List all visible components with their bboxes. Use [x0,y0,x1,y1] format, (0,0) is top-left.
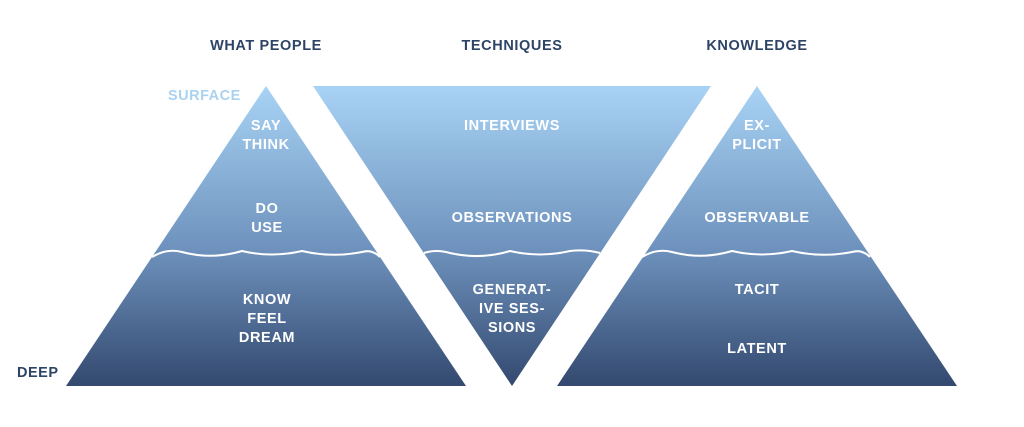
say-text: SAY [250,118,282,134]
latent-label: LATENT [727,341,787,357]
techniques-header: TECHNIQUES [461,38,563,54]
techniques-inverted-triangle [313,86,711,386]
tacit-label: TACIT [734,282,780,298]
observable-label: OBSERVABLE [704,210,810,226]
techniques-waterline [423,249,601,257]
generative-sessions-label: GENERAT- IVE SES- SIONS [432,281,592,338]
knowledge-triangle [557,86,957,386]
what-people-header: WHAT PEOPLE [210,38,322,54]
think-text: THINK [242,137,290,153]
explicit-label: EX- PLICIT [677,117,837,155]
say-think-label: SAY THINK [186,117,346,155]
explicit-line-1: EX- [744,118,770,134]
do-text: DO [255,201,279,217]
do-use-label: DO USE [187,200,347,238]
what-people-triangle [66,86,466,386]
what-people-waterline [151,249,381,258]
dream-text: DREAM [238,330,296,346]
know-text: KNOW [242,292,292,308]
surface-label: SURFACE [168,88,241,104]
explicit-line-2: PLICIT [732,137,782,153]
observations-label: OBSERVATIONS [451,210,573,226]
knowledge-header: KNOWLEDGE [706,38,808,54]
knowledge-waterline [641,249,871,258]
deep-label: DEEP [17,365,59,381]
feel-text: FEEL [247,311,287,327]
generative-line-2: IVE SES- [478,301,546,317]
generative-line-3: SIONS [487,320,537,336]
know-feel-dream-label: KNOW FEEL DREAM [187,291,347,348]
use-text: USE [251,220,283,236]
generative-line-1: GENERAT- [472,282,552,298]
interviews-label: INTERVIEWS [464,118,560,134]
